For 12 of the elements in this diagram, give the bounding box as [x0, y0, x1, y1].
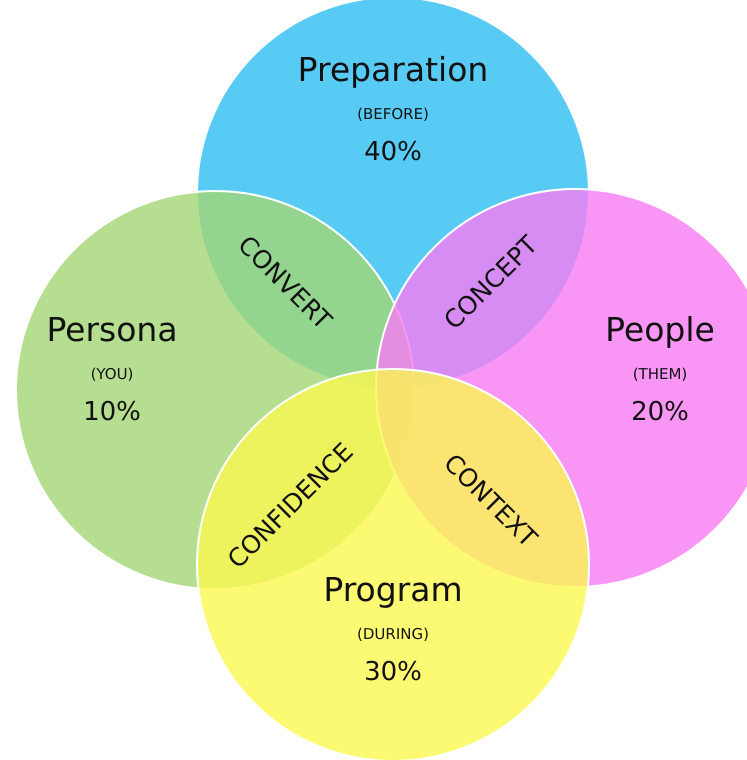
subtitle: (YOU) — [90, 365, 134, 383]
subtitle: (THEM) — [632, 365, 688, 383]
percentage: 10% — [83, 397, 141, 427]
title: People — [605, 310, 715, 349]
subtitle: (BEFORE) — [357, 105, 429, 123]
title: Program — [323, 570, 463, 609]
percentage: 20% — [631, 397, 689, 427]
percentage: 40% — [364, 137, 422, 167]
title: Persona — [46, 310, 178, 349]
subtitle: (DURING) — [357, 625, 429, 643]
percentage: 30% — [364, 657, 422, 687]
title: Preparation — [298, 50, 488, 89]
